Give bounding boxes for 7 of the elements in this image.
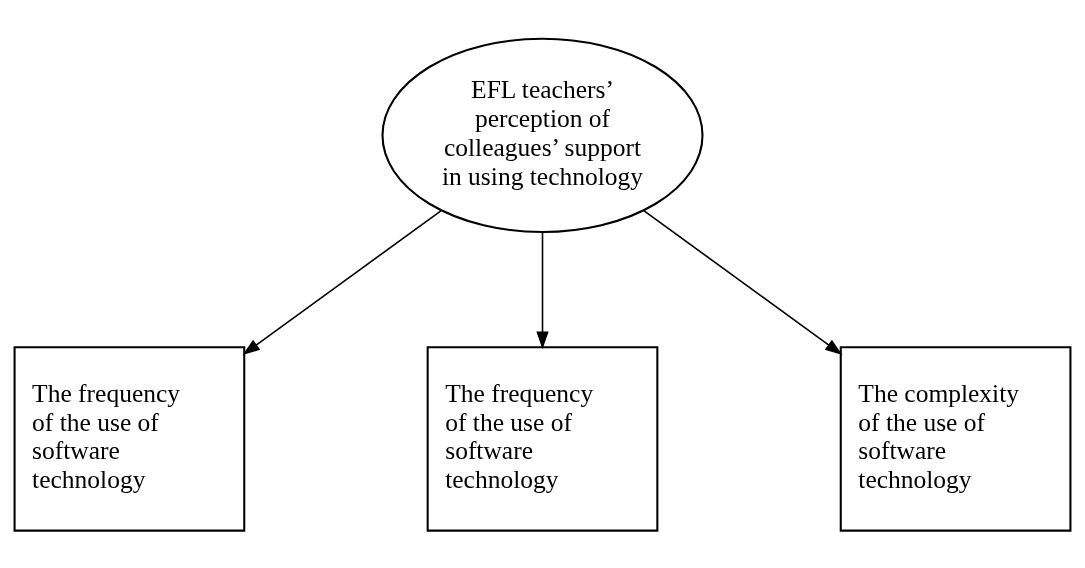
node-ellipse: EFL teachers’ perception of colleagues’ support in using technology bbox=[381, 37, 704, 233]
node-box: The frequency of the use of software technology bbox=[13, 345, 246, 532]
node-box: The frequency of the use of software technology bbox=[426, 345, 659, 532]
arrow bbox=[242, 209, 442, 355]
node-box: The complexity of the use of software technology bbox=[839, 345, 1072, 532]
arrow bbox=[536, 231, 549, 349]
arrow bbox=[643, 209, 843, 355]
